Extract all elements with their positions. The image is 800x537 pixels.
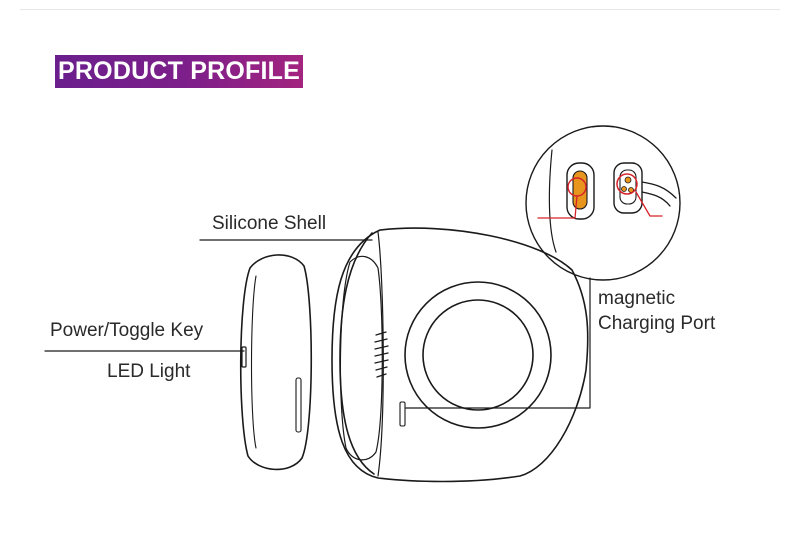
leader-charging-port: [405, 277, 591, 409]
label-led-light: LED Light: [107, 361, 191, 382]
top-divider: [20, 9, 780, 10]
detached-side-cap: [239, 254, 313, 471]
power-toggle-key: [241, 346, 247, 368]
label-charging-port: Charging Port: [598, 313, 716, 334]
label-magnetic: magnetic: [598, 288, 676, 309]
page-title: PRODUCT PROFILE: [55, 55, 303, 88]
led-light-grille: [374, 331, 389, 378]
ring-body: [331, 227, 589, 483]
label-power-toggle-key: Power/Toggle Key: [50, 320, 204, 341]
charging-port-zoom: [525, 125, 681, 281]
label-silicone-shell: Silicone Shell: [212, 213, 327, 234]
